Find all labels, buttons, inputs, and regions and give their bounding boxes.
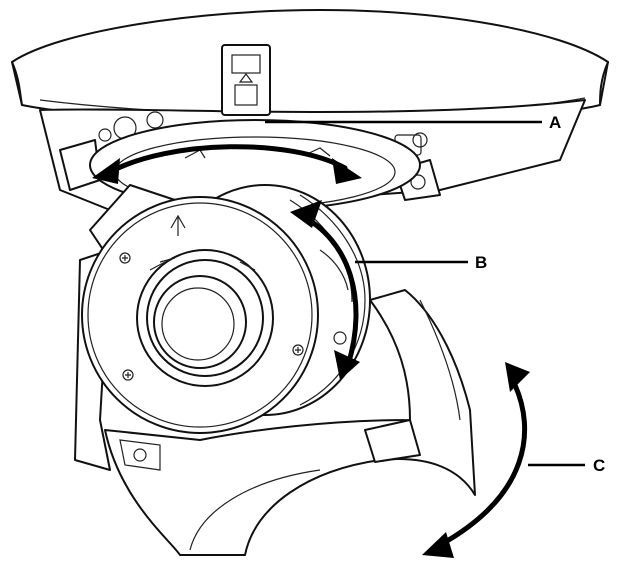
pan-rotation-arrow — [92, 144, 362, 184]
callout-label-b: B — [475, 253, 487, 272]
screw-icon — [119, 252, 131, 264]
up-arrow-icon — [170, 214, 186, 236]
screw-icon — [122, 369, 134, 381]
callout-label-c: C — [593, 456, 605, 475]
rotation-arrow — [290, 200, 360, 380]
tilt-rotation-arrow — [422, 362, 530, 558]
screw-icon — [292, 344, 304, 356]
lens-module — [81, 184, 371, 434]
callout-label-a: A — [549, 113, 561, 132]
